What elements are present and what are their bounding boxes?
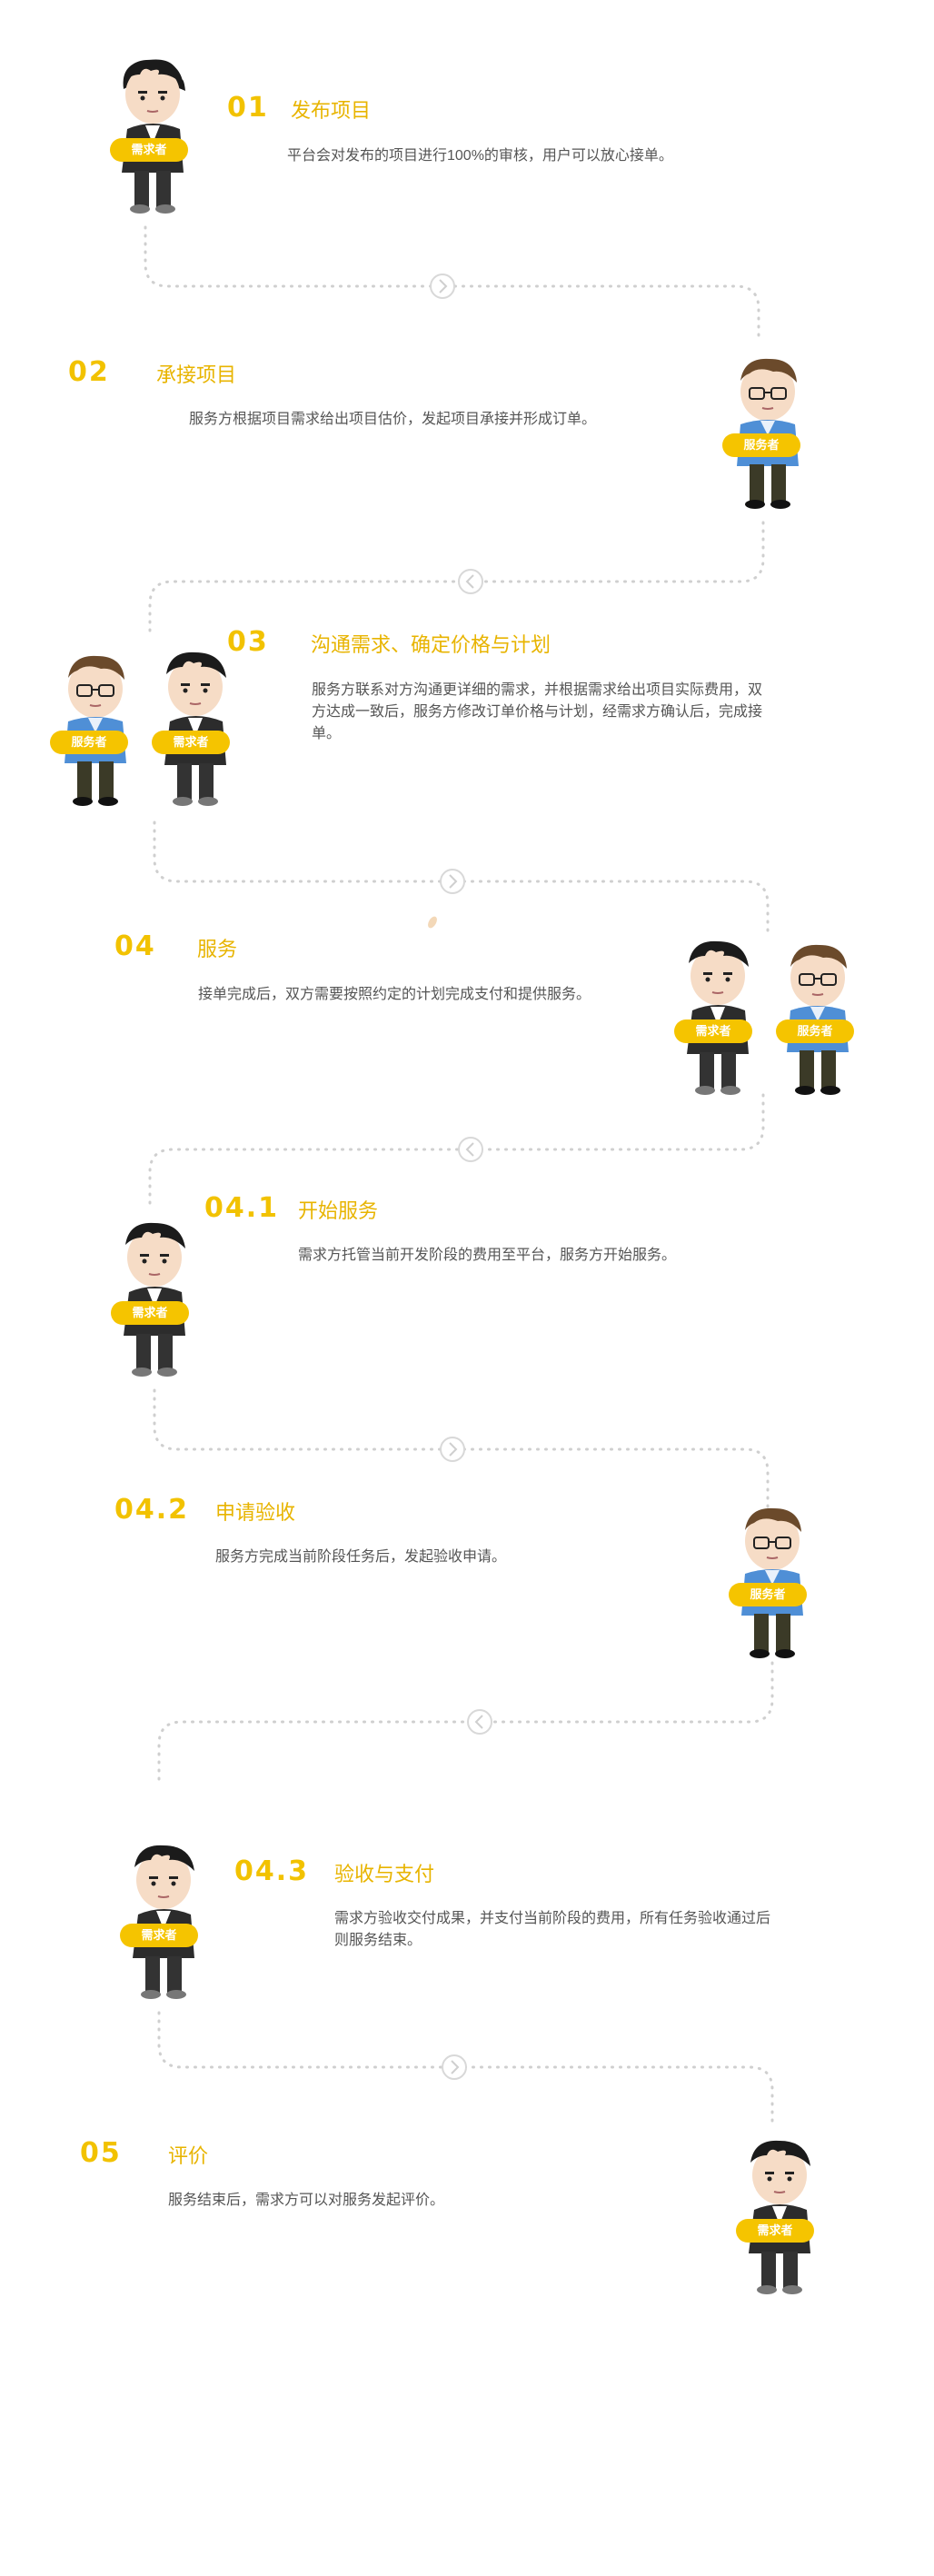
step-3-number: 03 [227, 626, 269, 658]
role-badge: 需求者 [674, 1019, 752, 1043]
step-2-title: 承接项目 [156, 363, 237, 386]
role-badge: 需求者 [152, 731, 230, 754]
step-4-number: 04 [114, 930, 156, 962]
step-5-desc: 服务结束后，需求方可以对服务发起评价。 [168, 2193, 445, 2208]
step-4-1-title: 开始服务 [298, 1199, 379, 1222]
step-1-title: 发布项目 [291, 99, 372, 122]
client-character: 需求者 [150, 647, 250, 811]
step-3-title: 沟通需求、确定价格与计划 [311, 633, 551, 656]
step-4-1-desc: 需求方托管当前开发阶段的费用至平台，服务方开始服务。 [298, 1248, 677, 1263]
step-2-desc: 服务方根据项目需求给出项目估价，发起项目承接并形成订单。 [189, 412, 597, 427]
provider-character: 服务者 [50, 647, 150, 811]
provider-character: 服务者 [727, 1499, 827, 1663]
step-4-desc: 接单完成后，双方需要按照约定的计划完成支付和提供服务。 [198, 987, 591, 1002]
step-3-desc: 服务方联系对方沟通更详细的需求，并根据需求给出项目实际费用，双方达成一致后，服务… [312, 682, 763, 741]
step-4-3-desc: 需求方验收交付成果，并支付当前阶段的费用，所有任务验收通过后则服务结束。 [334, 1911, 771, 1948]
role-badge: 服务者 [722, 433, 800, 457]
step-4-3-number: 04.3 [234, 1855, 310, 1887]
step-4-1-number: 04.1 [204, 1192, 280, 1224]
step-5-title: 评价 [168, 2144, 209, 2167]
client-character: 需求者 [734, 2135, 834, 2299]
connector-3 [440, 869, 465, 894]
step-4-2-number: 04.2 [114, 1494, 190, 1526]
provider-character: 服务者 [772, 936, 872, 1099]
step-5-number: 05 [80, 2137, 122, 2169]
step-1-desc: 平台会对发布的项目进行100%的审核，用户可以放心接单。 [287, 148, 673, 164]
role-badge: 需求者 [120, 1924, 198, 1947]
connector-4 [458, 1137, 483, 1162]
connector-5 [440, 1437, 465, 1462]
role-badge: 服务者 [776, 1019, 854, 1043]
connector-2 [458, 569, 483, 594]
connector-6 [467, 1709, 492, 1735]
client-character: 需求者 [118, 1840, 218, 2004]
decorative-leaf [428, 916, 437, 929]
step-4-2-desc: 服务方完成当前阶段任务后，发起验收申请。 [215, 1549, 507, 1565]
step-4-title: 服务 [197, 938, 238, 960]
role-badge: 需求者 [111, 1301, 189, 1325]
step-4-2-title: 申请验收 [215, 1501, 296, 1524]
provider-character: 服务者 [722, 350, 822, 513]
role-badge: 需求者 [736, 2219, 814, 2243]
step-1-number: 01 [227, 92, 269, 124]
client-character: 需求者 [107, 55, 207, 218]
connector-7 [442, 2054, 467, 2080]
role-badge: 服务者 [50, 731, 128, 754]
client-character: 需求者 [109, 1218, 209, 1381]
role-badge: 服务者 [729, 1583, 807, 1606]
client-character: 需求者 [672, 936, 772, 1099]
role-badge: 需求者 [110, 138, 188, 162]
step-2-number: 02 [68, 356, 110, 388]
connector-1 [430, 274, 455, 299]
step-4-3-title: 验收与支付 [334, 1863, 435, 1885]
